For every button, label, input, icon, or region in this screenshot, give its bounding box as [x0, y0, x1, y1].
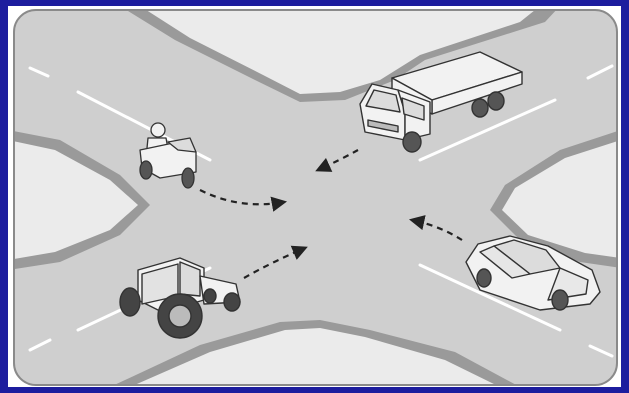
illustration-panel: [8, 6, 621, 387]
intersection-scene: [8, 6, 621, 387]
